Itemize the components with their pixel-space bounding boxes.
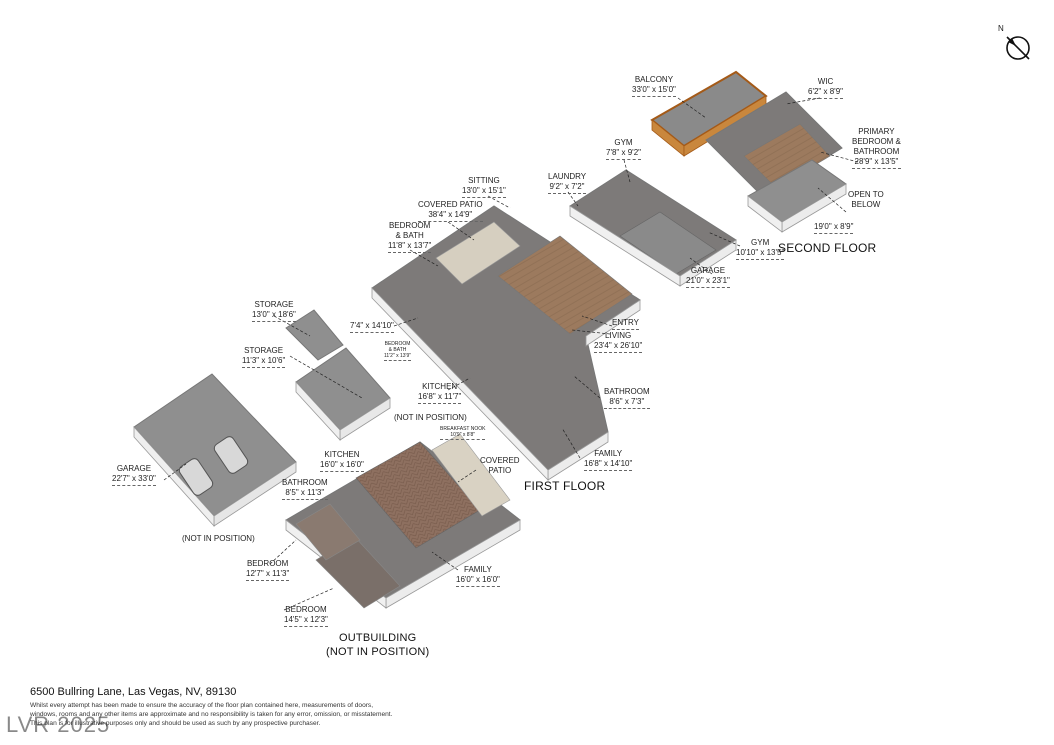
label-open-to-below-dim: 19'0" x 8'9" bbox=[814, 222, 854, 234]
property-address: 6500 Bullring Lane, Las Vegas, NV, 89130 bbox=[30, 686, 237, 698]
first-floor-shape bbox=[371, 205, 641, 481]
footer: 6500 Bullring Lane, Las Vegas, NV, 89130… bbox=[30, 686, 630, 728]
disclaimer-line-1: Whilst every attempt has been made to en… bbox=[30, 702, 374, 709]
floor-title-second: SECOND FLOOR bbox=[778, 241, 877, 255]
label-covered-patio-2: COVERED PATIO bbox=[480, 456, 520, 475]
label-hall: 7'4" x 14'10" bbox=[350, 321, 394, 333]
watermark: LVR 2025 bbox=[6, 712, 111, 737]
compass-north-label: N bbox=[998, 24, 1004, 33]
compass-icon bbox=[1006, 36, 1030, 60]
floor-title-first: FIRST FLOOR bbox=[524, 479, 606, 493]
label-open-to-below: OPEN TO BELOW bbox=[848, 190, 884, 209]
second-floor-shape bbox=[650, 70, 847, 233]
disclaimer-line-3: This plan is for illustrative purposes o… bbox=[30, 720, 321, 727]
disclaimer-line-2: windows, rooms and any other items are a… bbox=[30, 711, 393, 718]
gym-garage-shape bbox=[569, 169, 737, 287]
leader-lines bbox=[163, 97, 859, 611]
floor-title-outbuilding: OUTBUILDING (NOT IN POSITION) bbox=[326, 632, 430, 658]
garage-outbuilding-shape bbox=[133, 373, 297, 528]
outbuilding-shape bbox=[285, 433, 521, 609]
label-entry: ENTRY bbox=[612, 318, 639, 330]
note-not-in-position-garage: (NOT IN POSITION) bbox=[182, 534, 255, 543]
storage-shape bbox=[285, 309, 391, 442]
note-not-in-position-storage: (NOT IN POSITION) bbox=[394, 413, 467, 422]
compass: N bbox=[998, 24, 1038, 68]
